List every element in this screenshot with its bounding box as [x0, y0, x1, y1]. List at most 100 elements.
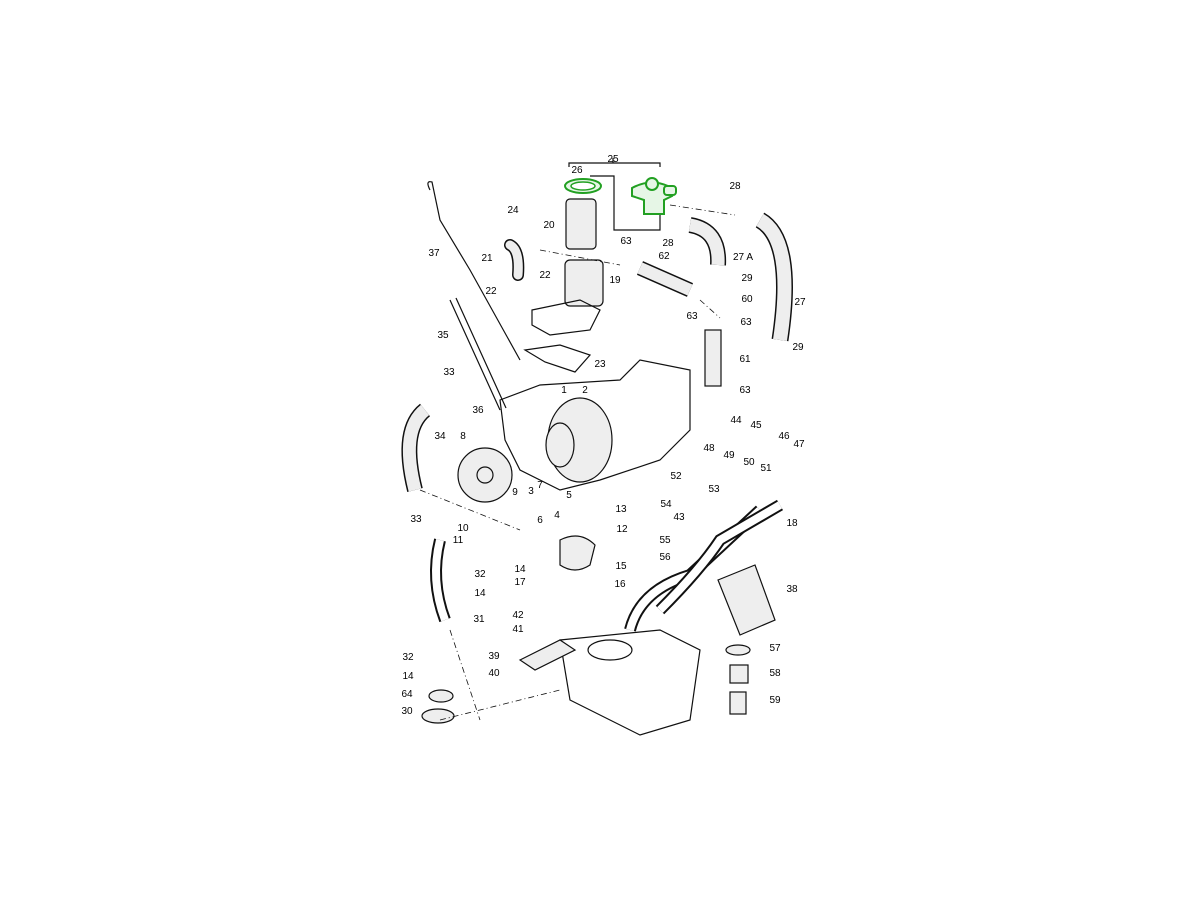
part-number-label[interactable]: 14: [474, 588, 486, 599]
part-number-label[interactable]: 61: [739, 354, 751, 365]
part-number-label[interactable]: 42: [512, 610, 524, 621]
part-number-label[interactable]: 45: [750, 420, 762, 431]
sealing-ring-26-inner: [570, 181, 596, 191]
part-number-label[interactable]: 21: [481, 253, 493, 264]
part-number-label[interactable]: 47: [793, 439, 805, 450]
part-number-label[interactable]: 28: [729, 181, 741, 192]
part-number-label[interactable]: 63: [739, 385, 751, 396]
gasket-23: [523, 344, 592, 373]
part-number-label[interactable]: 60: [741, 294, 753, 305]
part-number-label[interactable]: 64: [401, 689, 413, 700]
part-number-label[interactable]: 54: [660, 499, 672, 510]
part-number-label[interactable]: 63: [620, 236, 632, 247]
tube-35: [449, 297, 507, 411]
part-number-label[interactable]: 7: [537, 480, 543, 491]
part-number-label[interactable]: 37: [428, 248, 440, 259]
part-number-label[interactable]: 63: [686, 311, 698, 322]
part-number-label[interactable]: 31: [473, 614, 485, 625]
part-number-label[interactable]: 19: [609, 275, 621, 286]
oil-line-18b: [657, 501, 783, 613]
filter-cap-25-nozzle: [663, 185, 677, 196]
hose-34: [402, 404, 430, 492]
part-number-label[interactable]: 22: [539, 270, 551, 281]
hose-21: [505, 240, 523, 280]
part-number-label[interactable]: 6: [537, 515, 543, 526]
assembly-bracket-26: [590, 175, 661, 231]
hose-27: [756, 213, 792, 342]
assembly-bracket: [568, 158, 661, 167]
part-number-label[interactable]: 29: [792, 342, 804, 353]
part-number-label[interactable]: 32: [474, 569, 486, 580]
part-number-label[interactable]: 5: [566, 490, 572, 501]
part-number-label[interactable]: 33: [410, 514, 422, 525]
part-number-label[interactable]: 38: [786, 584, 798, 595]
oil-tank-19: [564, 259, 604, 307]
part-number-label[interactable]: 29: [741, 273, 753, 284]
part-number-label[interactable]: 8: [460, 431, 466, 442]
gasket-30: [421, 708, 455, 724]
sprocket-8: [457, 447, 513, 503]
part-number-label[interactable]: 27 A: [732, 252, 754, 263]
part-number-label[interactable]: 13: [615, 504, 627, 515]
engine-block: [499, 359, 691, 491]
part-number-label[interactable]: 53: [708, 484, 720, 495]
part-number-label[interactable]: 35: [437, 330, 449, 341]
part-number-label[interactable]: 52: [670, 471, 682, 482]
part-number-label[interactable]: 51: [760, 463, 772, 474]
part-number-label[interactable]: 15: [615, 561, 627, 572]
part-number-label[interactable]: 22: [485, 286, 497, 297]
part-number-label[interactable]: 36: [472, 405, 484, 416]
part-number-label[interactable]: 1: [561, 385, 567, 396]
part-number-label[interactable]: 46: [778, 431, 790, 442]
part-number-label[interactable]: 23: [594, 359, 606, 370]
part-number-label[interactable]: 62: [658, 251, 670, 262]
part-number-label[interactable]: 48: [703, 443, 715, 454]
part-number-label[interactable]: 41: [512, 624, 524, 635]
part-number-label[interactable]: 26: [571, 165, 583, 176]
part-number-label[interactable]: 12: [616, 524, 628, 535]
part-number-label[interactable]: 24: [507, 205, 519, 216]
part-number-label[interactable]: 39: [488, 651, 500, 662]
part-number-label[interactable]: 59: [769, 695, 781, 706]
crankcase-lower: [559, 629, 701, 736]
part-number-label[interactable]: 4: [554, 510, 560, 521]
part-number-label[interactable]: 34: [434, 431, 446, 442]
part-number-label[interactable]: 14: [402, 671, 414, 682]
part-number-label[interactable]: 49: [723, 450, 735, 461]
part-number-label[interactable]: 9: [512, 487, 518, 498]
part-number-label[interactable]: 27: [794, 297, 806, 308]
sensor-58: [729, 664, 749, 684]
part-number-label[interactable]: 16: [614, 579, 626, 590]
filter-element-20: [565, 198, 597, 250]
bracket-39: [518, 639, 577, 671]
part-number-label[interactable]: 2: [582, 385, 588, 396]
part-number-label[interactable]: 30: [401, 706, 413, 717]
part-number-label[interactable]: 17: [514, 577, 526, 588]
part-number-label[interactable]: 44: [730, 415, 742, 426]
part-number-label[interactable]: 14: [514, 564, 526, 575]
part-number-label[interactable]: 50: [743, 457, 755, 468]
part-number-label[interactable]: 28: [662, 238, 674, 249]
filter-cap-25-knob: [645, 177, 659, 191]
part-number-label[interactable]: 56: [659, 552, 671, 563]
part-number-label[interactable]: 18: [786, 518, 798, 529]
part-number-label[interactable]: 32: [402, 652, 414, 663]
part-number-label[interactable]: 3: [528, 486, 534, 497]
part-number-label[interactable]: 10: [457, 523, 469, 534]
pipe-31: [432, 539, 449, 622]
part-number-label[interactable]: 11: [452, 535, 464, 546]
part-number-label[interactable]: 20: [543, 220, 555, 231]
part-number-label[interactable]: 57: [769, 643, 781, 654]
part-number-label[interactable]: 25: [607, 154, 619, 165]
switch-59: [729, 691, 747, 715]
part-number-label[interactable]: 55: [659, 535, 671, 546]
part-number-label[interactable]: 63: [740, 317, 752, 328]
cover-64: [428, 689, 454, 703]
part-number-label[interactable]: 40: [488, 668, 500, 679]
hose-62: [637, 262, 693, 296]
part-number-label[interactable]: 43: [673, 512, 685, 523]
part-number-label[interactable]: 58: [769, 668, 781, 679]
part-number-label[interactable]: 33: [443, 367, 455, 378]
